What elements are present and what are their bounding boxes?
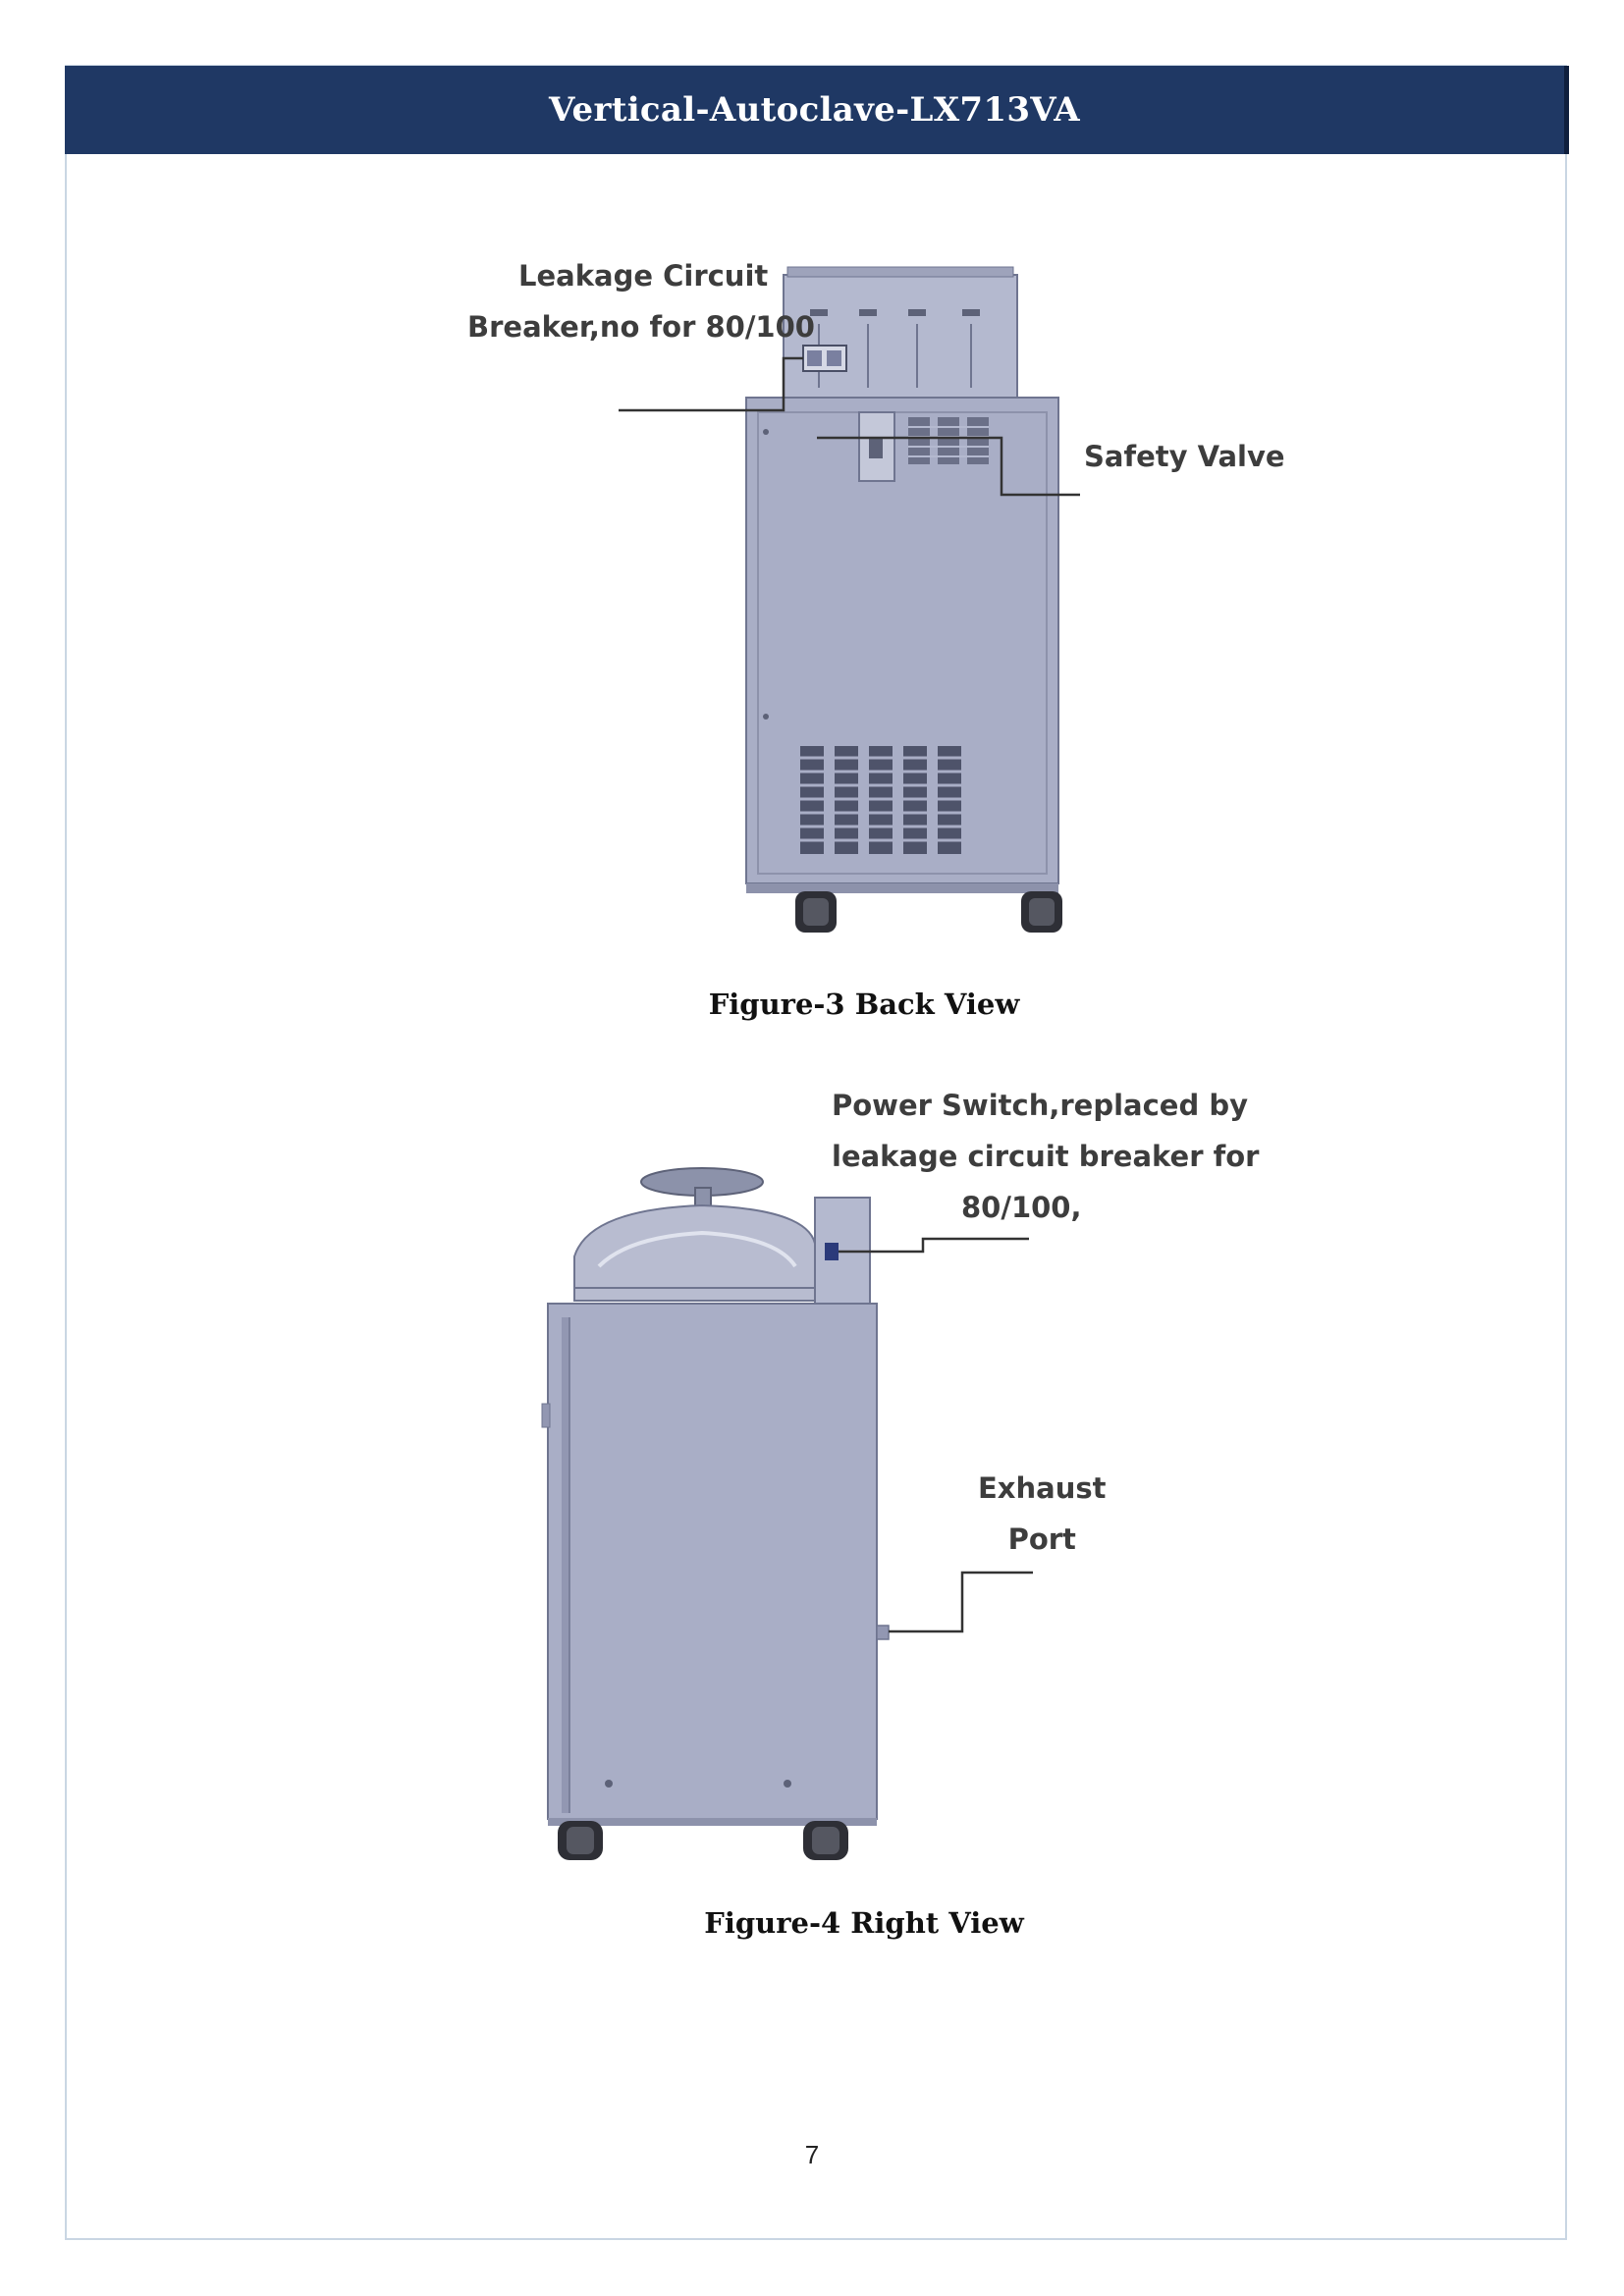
callout-leakage-line2: Breaker,no for 80/100 <box>467 310 815 344</box>
callout-exhaust-port: Exhaust Port <box>978 1463 1107 1565</box>
callout-power-line3: 80/100, <box>961 1191 1082 1224</box>
right-view-illustration <box>541 1167 1033 1860</box>
callout-leakage-breaker: Leakage Circuit Breaker,no for 80/100 <box>467 250 815 352</box>
figure4-caption: Figure-4 Right View <box>704 1906 1024 1940</box>
callout-leakage-line1: Leakage Circuit <box>518 259 769 293</box>
header-bar: Vertical-Autoclave-LX713VA <box>65 66 1569 154</box>
callout-power-switch: Power Switch,replaced by leakage circuit… <box>832 1080 1259 1233</box>
callout-exhaust-line2: Port <box>1007 1522 1076 1556</box>
figure3-caption: Figure-3 Back View <box>708 988 1020 1021</box>
back-view-illustration <box>619 266 1080 933</box>
callout-power-line2: leakage circuit breaker for <box>832 1140 1260 1173</box>
callout-safety-valve: Safety Valve <box>1084 440 1285 473</box>
callout-exhaust-line1: Exhaust <box>978 1471 1107 1505</box>
document-title: Vertical-Autoclave-LX713VA <box>549 90 1080 130</box>
page-number: 7 <box>804 2140 820 2169</box>
callout-power-line1: Power Switch,replaced by <box>832 1089 1248 1122</box>
